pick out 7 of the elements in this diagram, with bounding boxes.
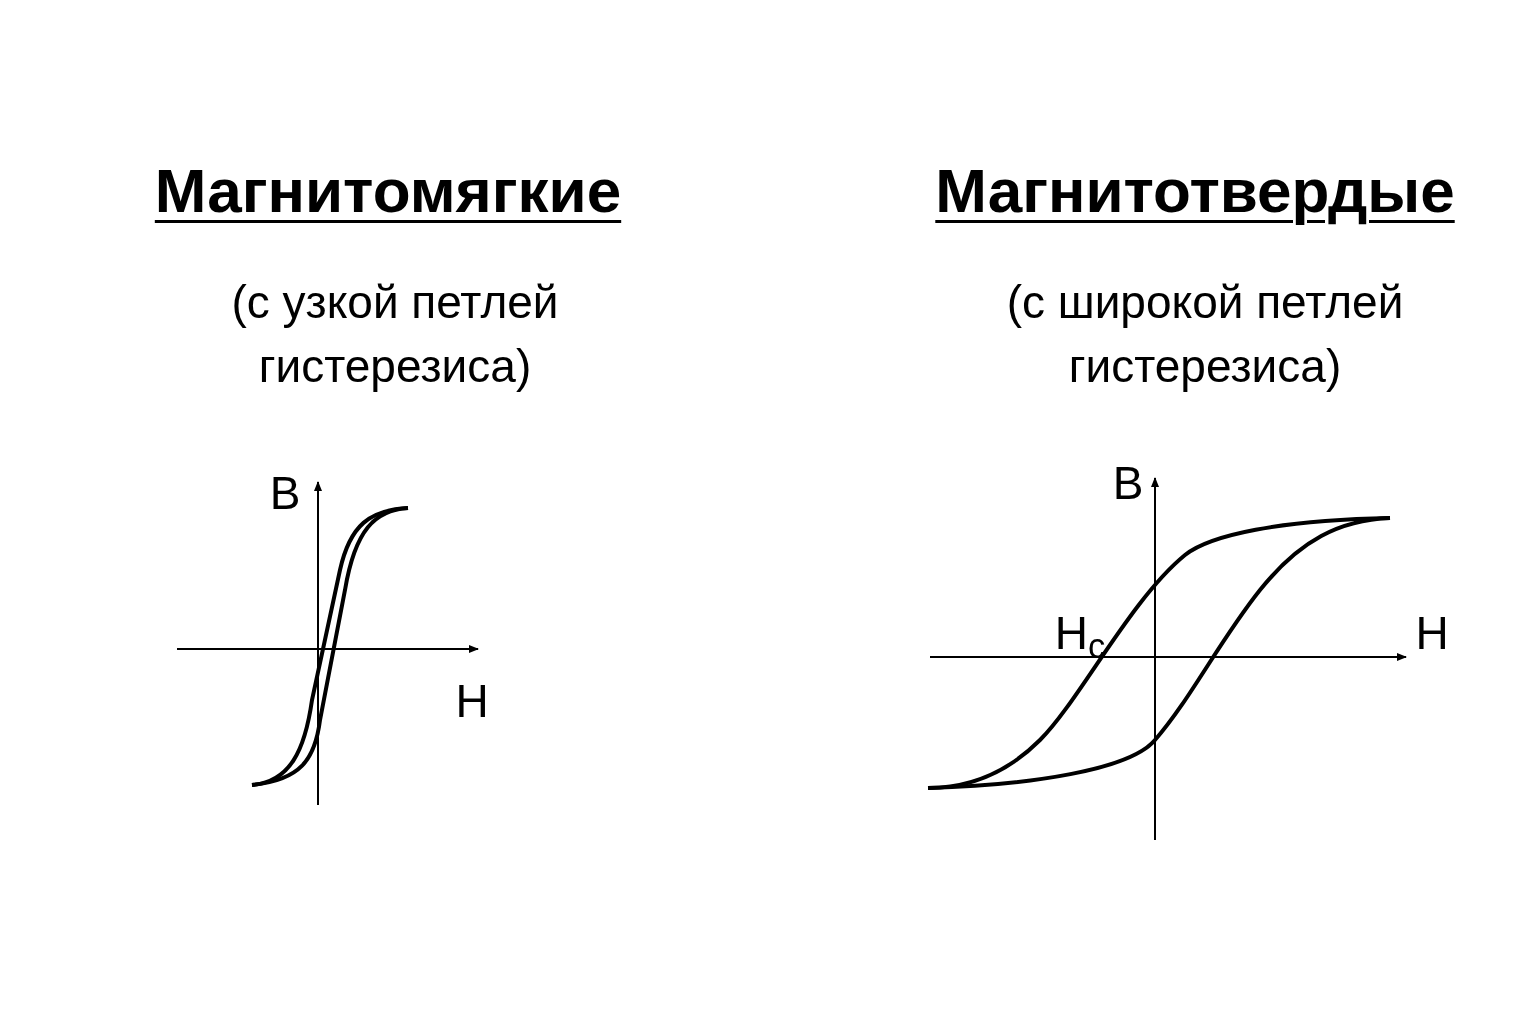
heading: Магнитомягкие (154, 160, 622, 222)
axis-label: B (269, 470, 301, 516)
subtitle: (с широкой петлей гистерезиса) (1005, 275, 1405, 394)
subtitle: (с узкой петлей гистерезиса) (230, 275, 560, 394)
axis-label: H (1415, 610, 1449, 656)
axis-label: B (1112, 460, 1144, 506)
axis-label: H (455, 678, 489, 724)
